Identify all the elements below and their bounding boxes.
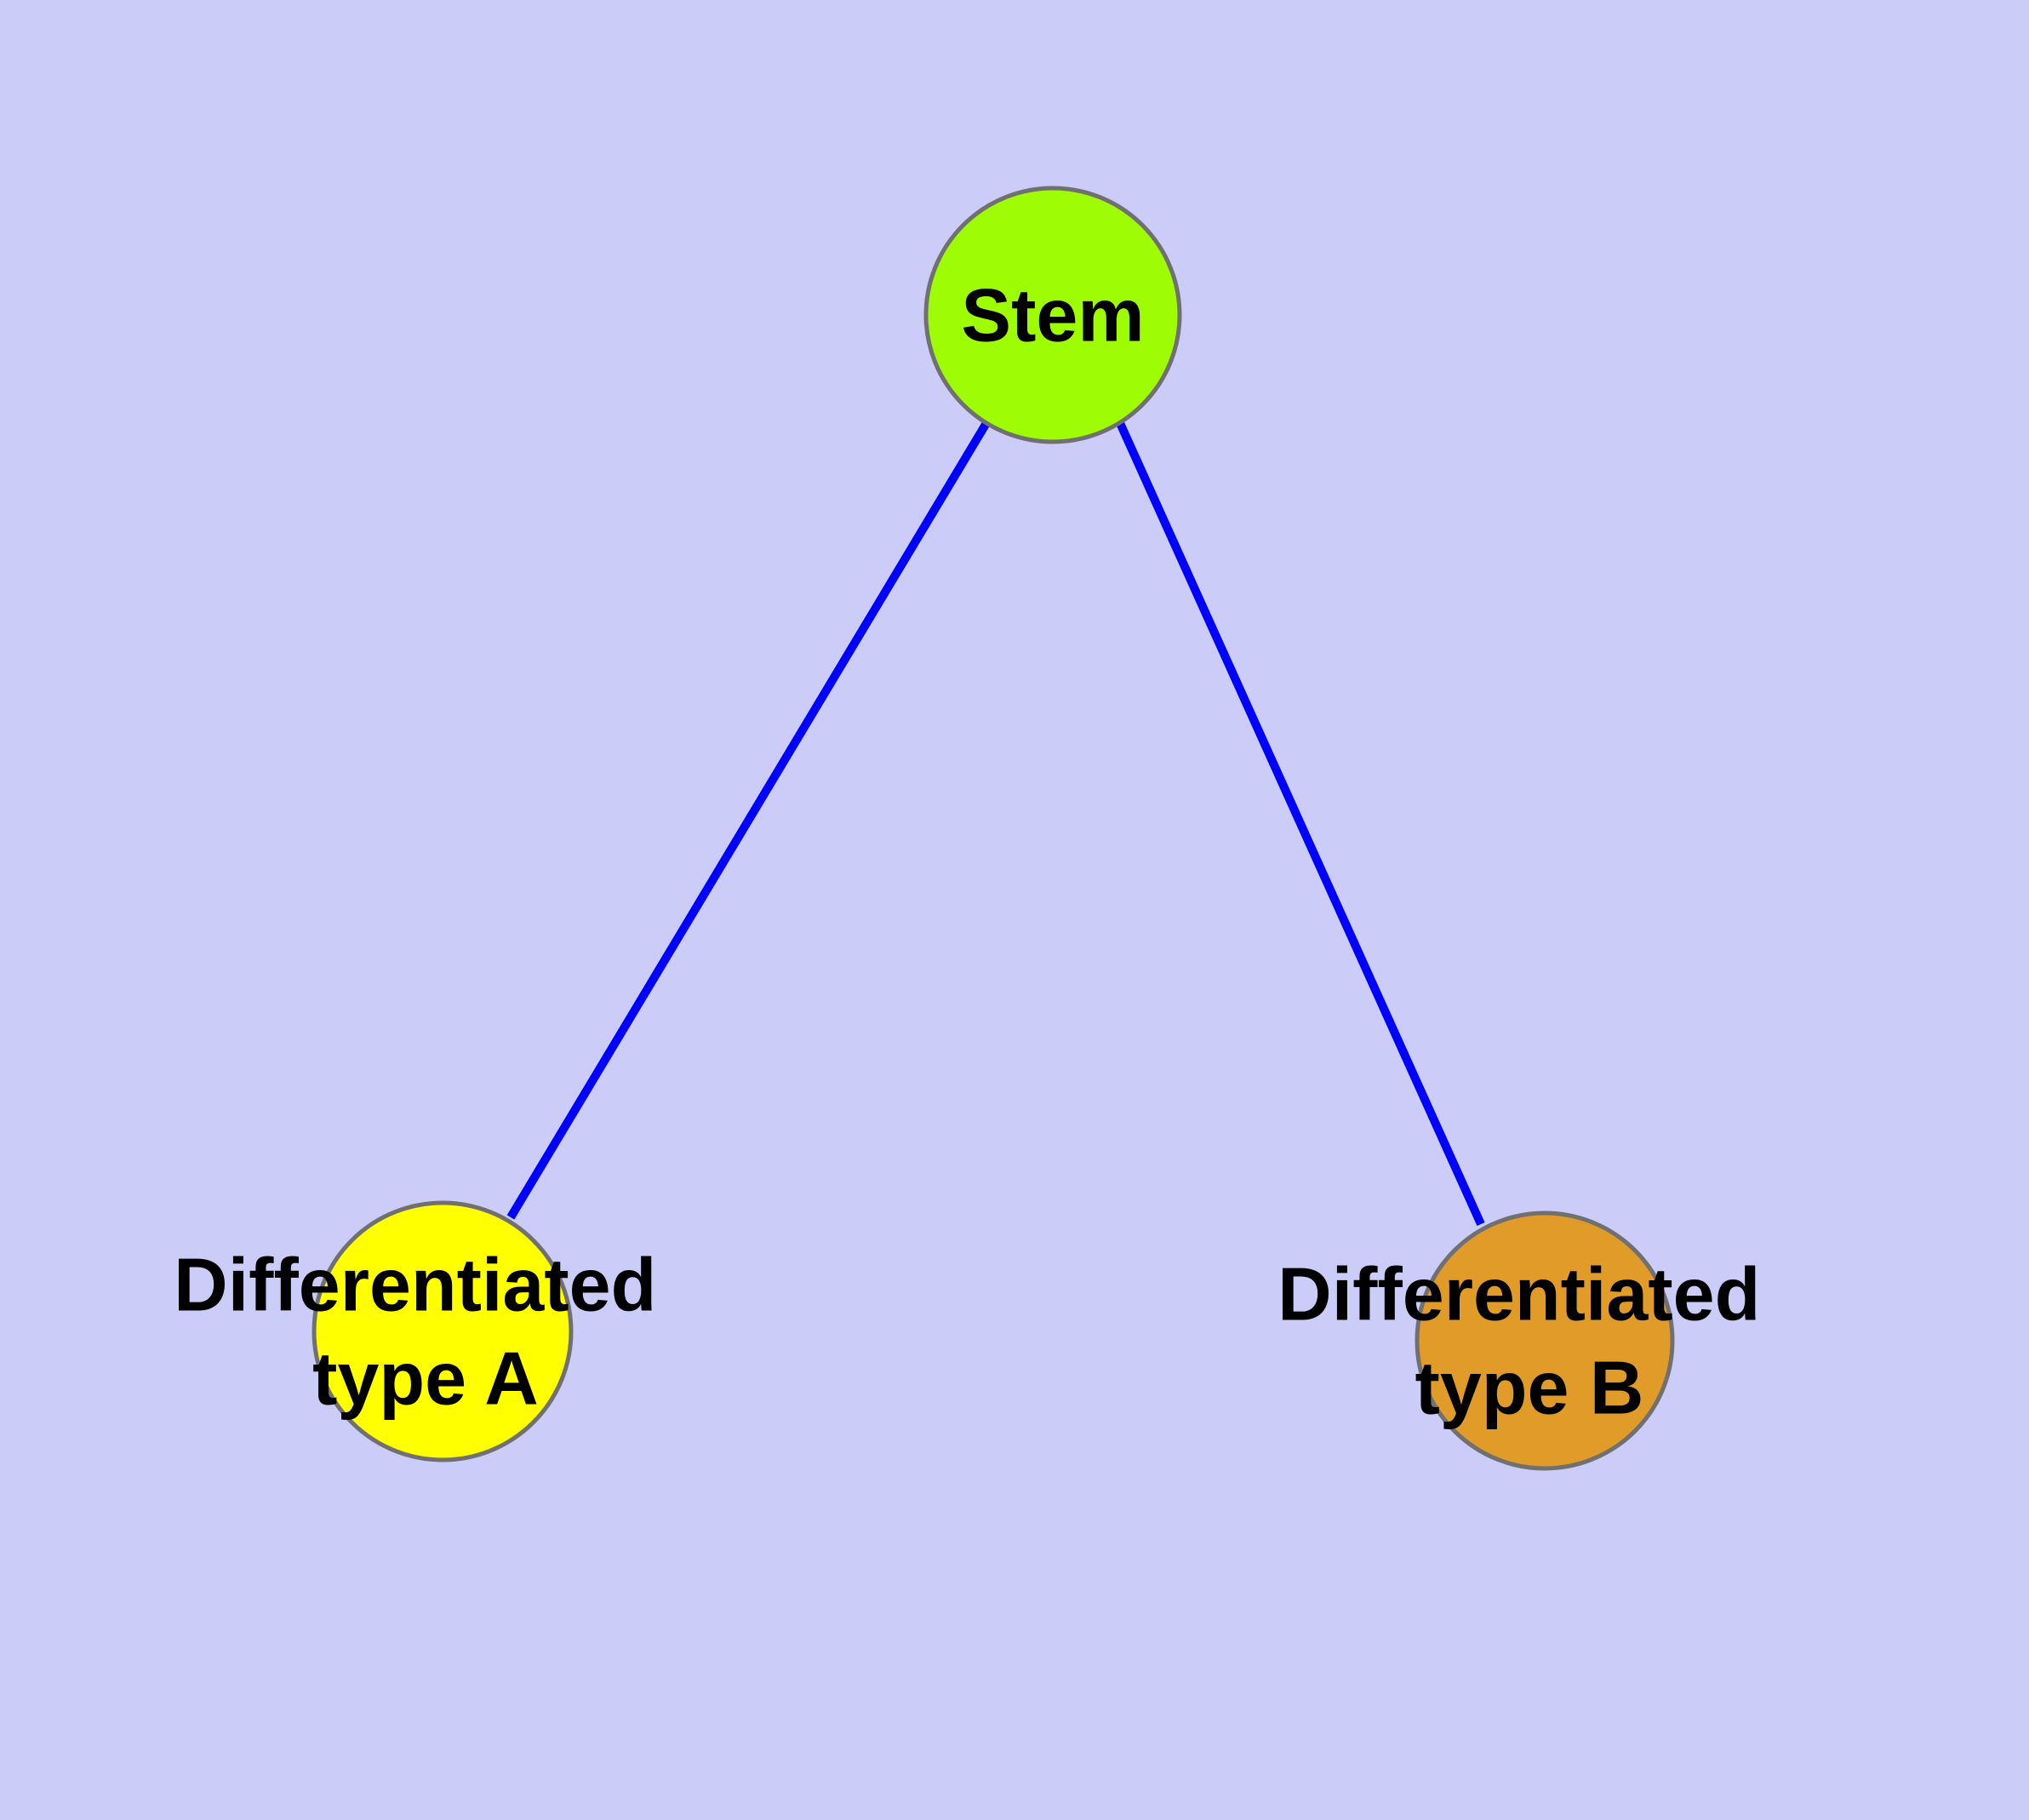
node-differentiated-type-b-label: Differentiated type B	[1277, 1245, 1781, 1429]
edges-layer	[506, 421, 1485, 1227]
nodes-layer: Stem Differentiated type A Differentiate…	[174, 186, 1781, 1471]
node-stem-circle[interactable]	[923, 186, 1182, 444]
edge-stem-to-differentiated-type-b[interactable]	[1116, 421, 1485, 1227]
node-stem[interactable]: Stem	[923, 186, 1182, 444]
node-stem-label: Stem	[961, 273, 1144, 358]
node-differentiated-type-b[interactable]: Differentiated type B	[1277, 1210, 1781, 1471]
node-differentiated-type-a[interactable]: Differentiated type A	[174, 1200, 677, 1462]
node-differentiated-type-a-label: Differentiated type A	[174, 1236, 677, 1420]
node-differentiated-type-a-circle[interactable]	[311, 1200, 574, 1462]
edge-stem-to-differentiated-type-a[interactable]	[506, 421, 991, 1220]
node-differentiated-type-b-circle[interactable]	[1415, 1210, 1675, 1471]
